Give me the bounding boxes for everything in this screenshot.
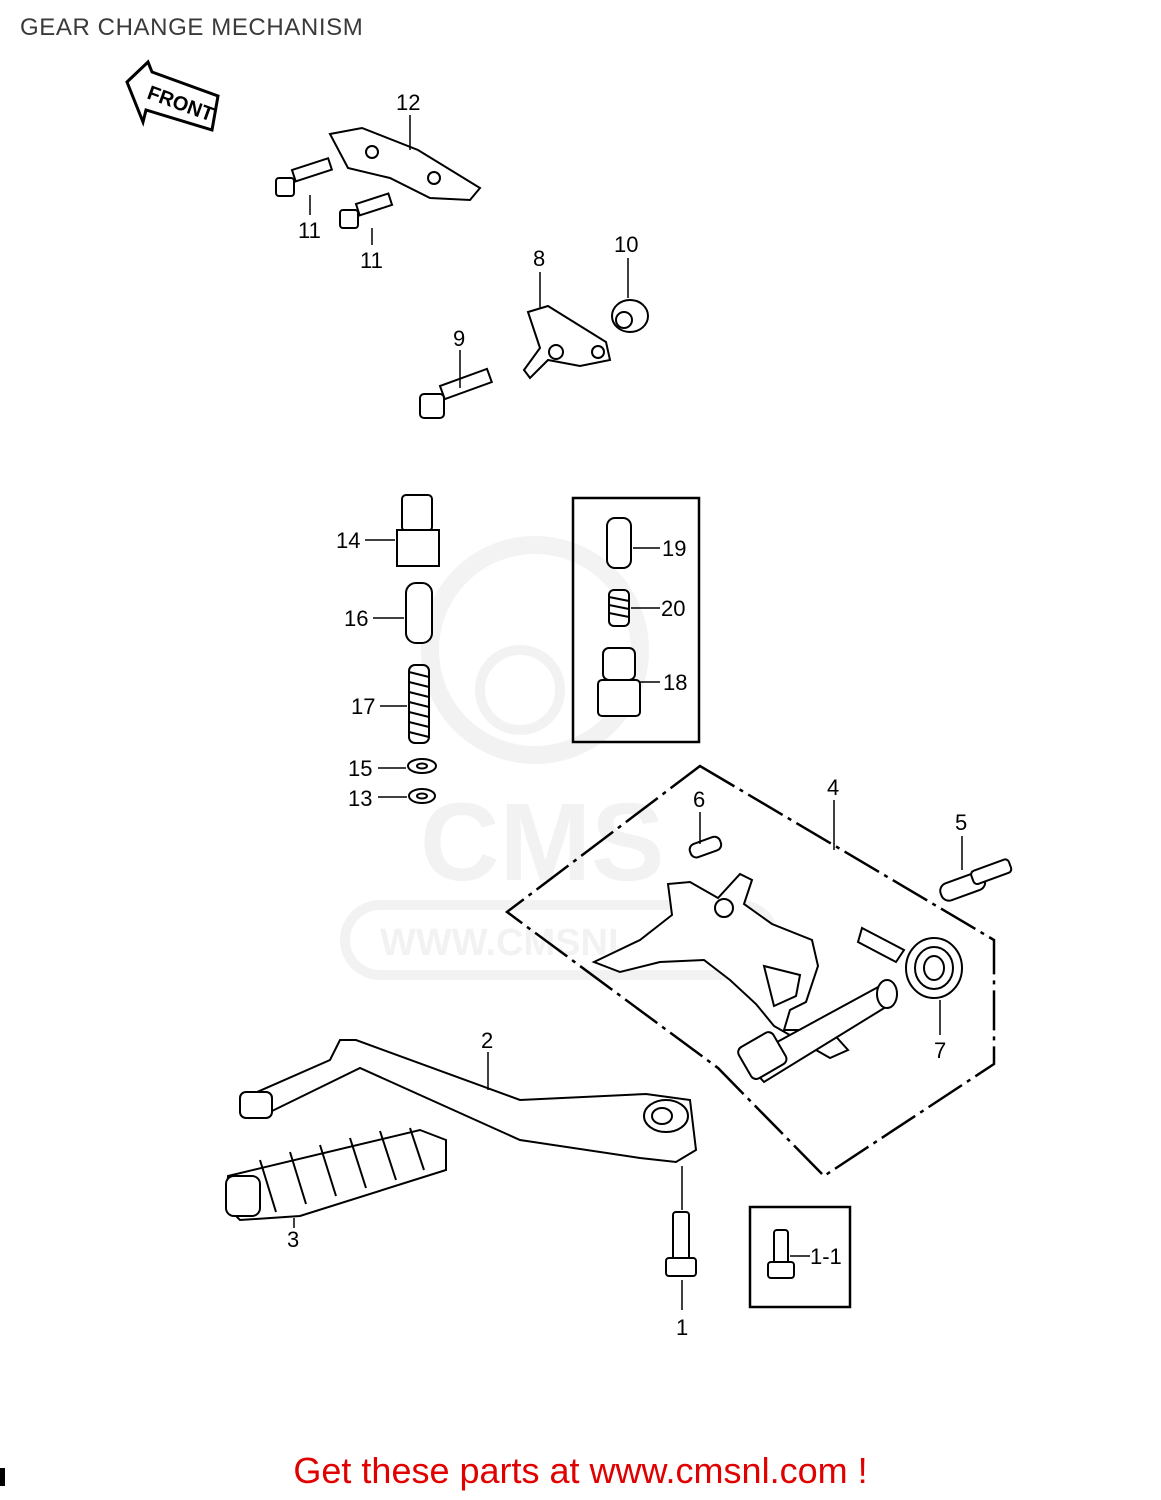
part-10-nut [611,299,649,333]
part-group-box-18-20 [571,496,701,744]
part-4-shaft-assembly-outline [504,764,996,1178]
shift-shaft [737,979,898,1084]
shift-arm [591,872,850,1060]
callout-10: 10 [614,232,638,257]
callout-7: 7 [934,1038,946,1063]
callout-5: 5 [955,810,967,835]
callout-1-1: 1-1 [810,1244,842,1269]
svg-text:CMS: CMS [420,781,664,904]
part-1-1-bolt [767,1229,795,1279]
callout-8: 8 [533,246,545,271]
callout-20: 20 [661,596,685,621]
callout-1: 1 [676,1315,688,1340]
callout-12: 12 [396,90,420,115]
part-20-spring [608,589,630,627]
callout-11a: 11 [298,218,321,243]
part-13-washer [408,788,436,804]
part-7-return-spring [856,926,963,999]
part-12-plate [328,126,482,202]
callout-14: 14 [336,528,360,553]
callout-18: 18 [663,670,687,695]
part-8-guide [522,304,612,380]
callout-15: 15 [348,756,372,781]
part-18-plug [597,647,641,717]
callout-3: 3 [287,1227,299,1252]
part-2-shift-pedal [239,1039,698,1164]
part-group-box-1-1 [748,1205,852,1309]
callout-6: 6 [693,787,705,812]
footer-link[interactable]: Get these parts at www.cmsnl.com ! [293,1450,868,1491]
callout-11b: 11 [360,248,383,273]
part-11-bolt-a [275,156,334,197]
edge-mark [0,1468,5,1486]
part-9-bolt [419,367,494,419]
part-1-bolt [665,1211,697,1277]
callout-2: 2 [481,1028,493,1053]
page-title: GEAR CHANGE MECHANISM [20,14,364,41]
part-6-spring [688,835,723,859]
callout-16: 16 [344,606,368,631]
part-17-spring [408,664,430,744]
part-3-rubber [224,1127,447,1222]
callout-4: 4 [827,775,839,800]
callout-9: 9 [453,326,465,351]
part-11-bolt-b [339,192,394,229]
part-15-washer [407,758,437,774]
front-arrow-icon: FRONT [125,59,220,132]
callout-19: 19 [662,536,686,561]
part-19-pin [606,517,632,569]
part-16-pin [405,582,433,644]
part-14-cap [396,494,440,567]
part-5-pin [939,858,1013,902]
callout-17: 17 [351,694,375,719]
callout-13: 13 [348,786,372,811]
